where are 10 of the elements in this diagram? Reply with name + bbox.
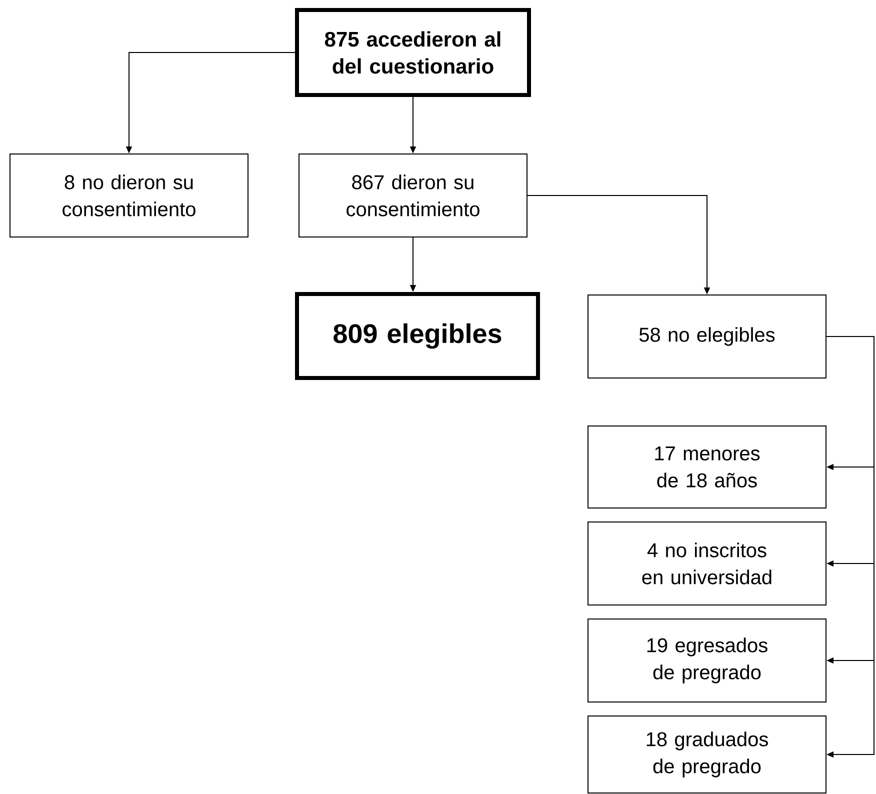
process-box: 58 no elegibles (588, 294, 826, 378)
process-box: 17 menores de 18 años (588, 426, 826, 508)
result-box: 809 elegibles (295, 292, 540, 380)
process-box: 867 dieron su consentimiento (298, 154, 528, 238)
arrow (826, 336, 874, 758)
process-box: 8 no dieron su consentimiento (10, 154, 248, 238)
title-box: 875 accedieron al del cuestionario (295, 8, 531, 97)
process-box: 4 no inscritos en universidad (588, 522, 826, 606)
process-box: 18 graduados de pregrado (588, 716, 826, 794)
process-box: 19 egresados de pregrado (588, 618, 826, 702)
